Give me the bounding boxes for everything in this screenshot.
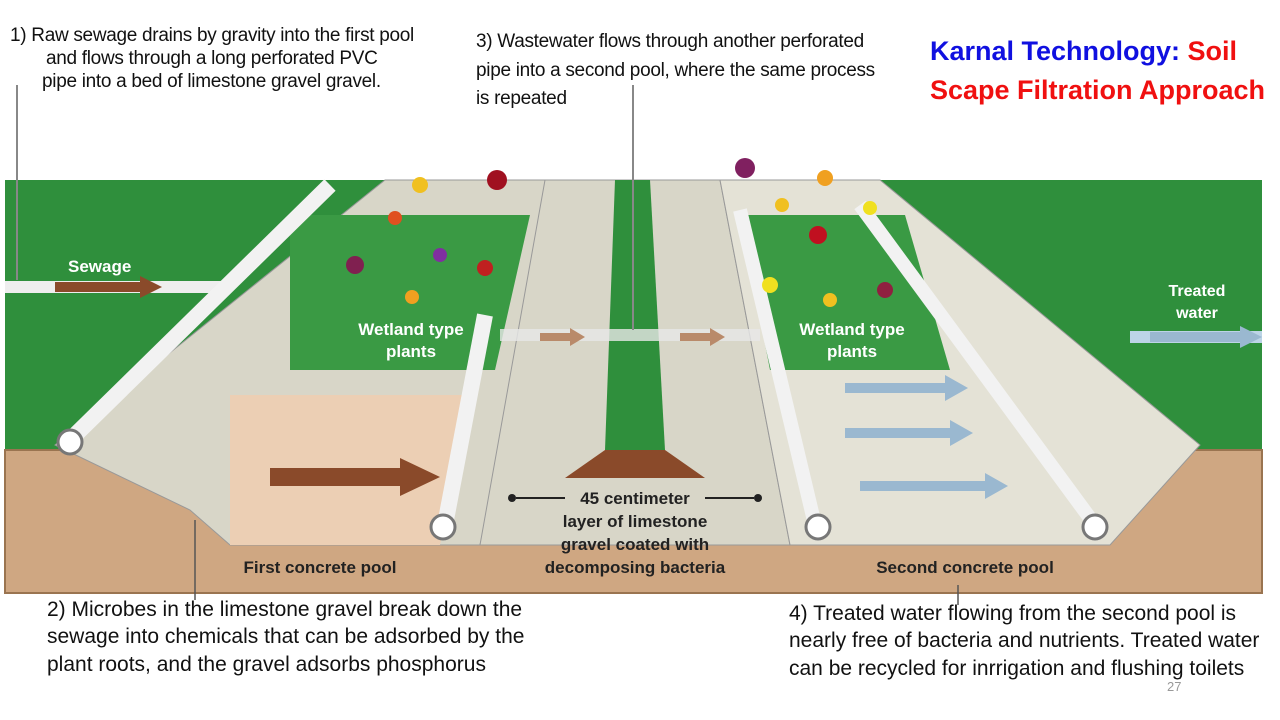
flower-icons [346,158,893,307]
treated-water-label: Treated [1169,283,1226,300]
wetland-label-2: Wetland type [799,320,904,339]
water-arrow [845,375,968,401]
gravel-label: layer of limestone [563,512,708,531]
step-4-note: 4) Treated water flowing from the second… [789,602,1260,680]
step-1-line: 1) Raw sewage drains by gravity into the… [10,25,414,46]
wetland-label-1: Wetland type [358,320,463,339]
gravel-wedge [565,450,705,478]
water-arrow [860,473,1008,499]
first-pool-label: First concrete pool [243,558,396,577]
gravel-label: gravel coated with [561,535,709,554]
step-1-line: pipe into a bed of limestone gravel grav… [42,71,381,93]
wetland-label-1: plants [386,342,436,361]
pipe-end [804,513,832,541]
perforated-pipe-3 [733,208,822,527]
treated-water-arrow [1150,326,1262,348]
gravel-label: decomposing bacteria [545,558,726,577]
step-3-line: pipe into a second pool, where the same … [476,59,875,81]
flow-arrow [680,328,725,346]
collection-pipe [854,200,1101,530]
title-part-red: Soil Scape Filtration Approach [930,36,1266,106]
title-part-blue: Karnal Technology: [930,36,1181,66]
step-2-note: 2) Microbes in the limestone gravel brea… [47,598,525,676]
flow-arrow [540,328,585,346]
flow-arrow [270,458,440,496]
step-3-note: 3) Wastewater flows through another perf… [476,28,875,114]
center-grass [605,180,665,450]
step-1-note: 1) Raw sewage drains by gravity into the… [10,24,414,94]
sewage-label: Sewage [68,257,131,276]
slide-title: Karnal Technology: Soil Scape Filtration… [930,32,1280,110]
step-1-line: and flows through a long perforated PVC [46,48,378,70]
second-pool-label: Second concrete pool [876,558,1054,577]
step-3-line: 3) Wastewater flows through another perf… [476,31,864,52]
wetland-label-2: plants [827,342,877,361]
water-arrow [845,420,973,446]
perforated-pipe-2 [437,313,493,527]
step-3-line: is repeated [476,88,567,109]
sewage-arrow [55,276,162,298]
page-number: 27 [1167,679,1182,694]
gravel-label: 45 centimeter [580,489,690,508]
pipe-end [1081,513,1109,541]
pipe-end [429,513,457,541]
pipe-end [56,428,84,456]
perforated-pipe-1 [64,179,336,446]
treated-water-label: water [1175,305,1218,322]
